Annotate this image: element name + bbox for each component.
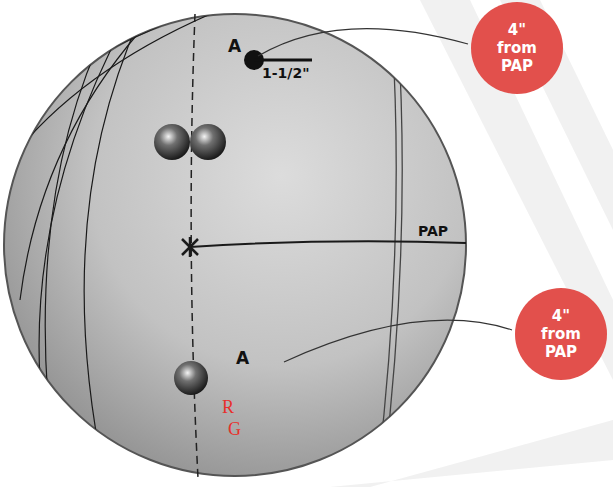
ball-outline: [4, 14, 466, 476]
callout-circle: 4" from PAP: [515, 288, 607, 380]
rg-mark: R: [222, 398, 234, 416]
pap-star: [182, 237, 198, 257]
callout-text: 4" from PAP: [536, 307, 586, 361]
callout-circle-fill: [515, 288, 607, 380]
pap-label: PAP: [418, 224, 448, 238]
leader-line: [258, 29, 468, 56]
point-label: A: [228, 38, 241, 55]
rg-mark: G: [228, 420, 241, 438]
thumb-hole: [174, 361, 208, 395]
pap-line: [190, 241, 466, 247]
finger-hole: [154, 124, 190, 160]
callout-circle: 4" from PAP: [471, 2, 563, 94]
axis-double-line: [378, 30, 402, 470]
callout-circle-fill: [471, 2, 563, 94]
callout-text: 4" from PAP: [492, 21, 542, 75]
track-lines: [5, 12, 215, 480]
point-label: A: [236, 350, 249, 367]
dimension-label: 1-1/2": [262, 66, 309, 80]
dimension-line: [254, 59, 312, 62]
leader-line: [284, 320, 512, 362]
finger-hole: [190, 124, 226, 160]
